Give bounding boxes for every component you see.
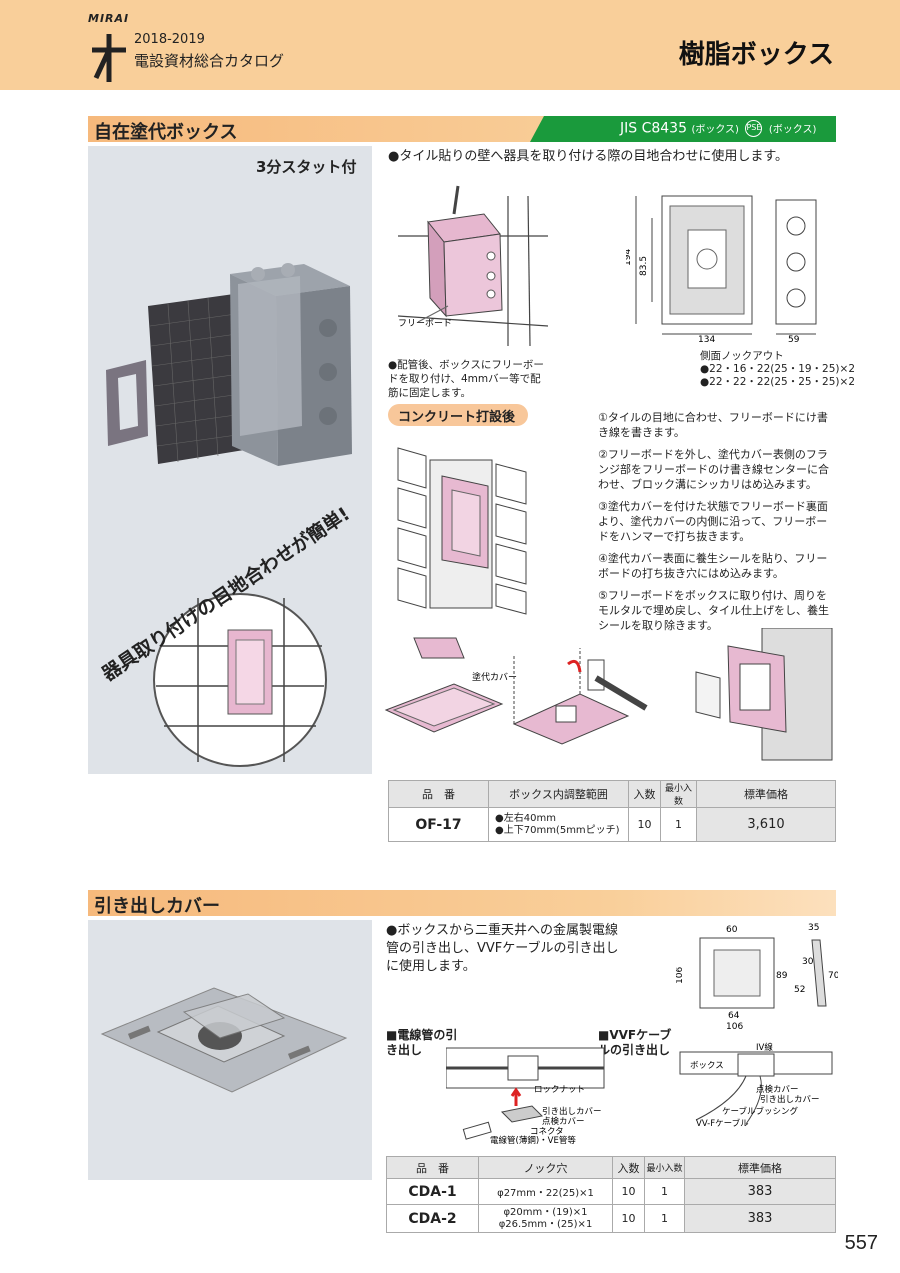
svg-text:106: 106: [726, 1022, 743, 1032]
svg-text:点検カバー: 点検カバー: [756, 1084, 799, 1095]
svg-text:60: 60: [726, 925, 738, 935]
product-code: OF-17: [388, 807, 489, 842]
vvf-illustration: IV線 ボックス 点検カバー 引き出しカバー ケーブルブッシング VV-Fケーブ…: [679, 1042, 833, 1129]
product-photo-panel: [88, 146, 372, 774]
svg-text:ケーブルブッシング: ケーブルブッシング: [722, 1106, 798, 1117]
svg-text:ロックナット: ロックナット: [534, 1085, 585, 1095]
dimension-drawing: 194 83.5 134 59: [626, 195, 817, 342]
concrete-tag: コンクリート打設後: [388, 404, 528, 426]
svg-text:引き出しカバー: 引き出しカバー: [542, 1106, 602, 1117]
svg-text:コネクタ: コネクタ: [530, 1127, 564, 1137]
section-bar-cover: 引き出しカバー: [88, 890, 836, 917]
section1-intro: ●タイル貼りの壁へ器具を取り付ける際の目地合わせに使用します。: [388, 149, 789, 164]
step-item: ④塗代カバー表面に養生シールを貼り、フリーボードの打ち抜き穴にはめ込みます。: [598, 552, 828, 580]
price: 383: [684, 1178, 836, 1205]
cover-photo: [100, 987, 348, 1093]
tile-wall-illustration: [397, 447, 527, 615]
stud-label: 3分スタット付: [256, 158, 357, 176]
section2-intro: ●ボックスから二重天井への金属製電線管の引き出し、VVFケーブルの引き出しに使用…: [386, 923, 619, 974]
page-title: 樹脂ボックス: [678, 40, 834, 70]
vvf-heading: ■VVFケーブルの引き出し: [598, 1028, 672, 1057]
svg-text:IV線: IV線: [756, 1042, 773, 1053]
step-item: ②フリーボードを外し、塗代カバー表側のフランジ部をフリーボードのけ書き線センター…: [598, 448, 829, 491]
install-steps: ①タイルの目地に合わせ、フリーボードにけ書き線を書きます。 ②フリーボードを外し…: [598, 410, 836, 640]
svg-text:ボックス: ボックス: [690, 1061, 724, 1071]
product-photo: [106, 263, 352, 767]
jis-standard: JIS C8435 (ボックス) PSE (ボックス): [620, 120, 817, 137]
product-code: CDA-2: [386, 1204, 479, 1233]
section-title: 引き出しカバー: [94, 896, 220, 917]
install-note: ●配管後、ボックスにフリーボードを取り付け、4mmバー等で配筋に固定します。: [388, 359, 544, 399]
section-title: 自在塗代ボックス: [94, 122, 238, 143]
spec-table-box: 品 番 ボックス内調整範囲 入数 最小入数 標準価格 OF-17 ●左右40mm…: [388, 780, 836, 842]
install-illustration: フリーボード: [397, 185, 549, 347]
jis-band: [530, 116, 836, 142]
svg-text:52: 52: [794, 985, 805, 995]
table-row: OF-17 ●左右40mm●上下70mm(5mmピッチ) 10 1 3,610: [388, 807, 836, 842]
table-row: CDA-1 φ27mm・22(25)×1 10 1 383: [386, 1178, 836, 1205]
svg-text:30: 30: [802, 957, 814, 967]
price: 3,610: [696, 807, 836, 842]
cover-photo-panel: [88, 920, 372, 1180]
svg-text:89: 89: [776, 971, 788, 981]
svg-text:64: 64: [728, 1011, 740, 1021]
step-item: ①タイルの目地に合わせ、フリーボードにけ書き線を書きます。: [598, 411, 828, 439]
step-item: ⑤フリーボードをボックスに取り付け、周りをモルタルで埋め戻し、タイル仕上げをし、…: [598, 589, 829, 632]
svg-text:83.5: 83.5: [639, 256, 649, 276]
svg-text:59: 59: [788, 335, 800, 342]
svg-text:VV-Fケーブル: VV-Fケーブル: [696, 1118, 749, 1129]
side-knockout: 側面ノックアウト ●22・16・22(25・19・25)×2 ●22・22・22…: [700, 350, 855, 388]
page-header: [0, 0, 900, 90]
svg-text:134: 134: [698, 335, 715, 342]
cover-label: 塗代カバー: [472, 671, 517, 683]
process-illustration: 塗代カバー: [384, 628, 833, 761]
svg-text:106: 106: [676, 967, 685, 984]
conduit-heading: ■電線管の引き出し: [386, 1028, 458, 1057]
catalog-year: 2018-2019: [134, 32, 205, 47]
mirai-logo: [92, 34, 126, 82]
logo-text: MIRAI: [88, 12, 130, 25]
svg-text:電線管(薄鋼)・VE管等: 電線管(薄鋼)・VE管等: [490, 1135, 576, 1146]
free-board-label: フリーボード: [398, 318, 452, 329]
product-code: CDA-1: [386, 1178, 479, 1205]
svg-text:70: 70: [828, 971, 838, 981]
svg-text:引き出しカバー: 引き出しカバー: [760, 1094, 820, 1105]
svg-text:194: 194: [626, 249, 633, 266]
price: 383: [684, 1204, 836, 1233]
svg-text:点検カバー: 点検カバー: [542, 1116, 585, 1127]
page-number: 557: [844, 1232, 878, 1254]
svg-text:35: 35: [808, 923, 819, 933]
spec-table-cover: 品 番 ノック穴 入数 最小入数 標準価格 CDA-1 φ27mm・22(25)…: [386, 1156, 836, 1233]
step-item: ③塗代カバーを付けた状態でフリーボード裏面より、塗代カバーの内側に沿って、フリー…: [598, 500, 828, 543]
cover-dimension-drawing: 60 35 106 89 30 52 70 64 106: [676, 923, 838, 1032]
catalog-name: 電設資材総合カタログ: [134, 52, 285, 70]
conduit-illustration: ロックナット 引き出しカバー 点検カバー コネクタ 電線管(薄鋼)・VE管等: [446, 1047, 605, 1146]
pse-mark-icon: PSE: [745, 120, 763, 137]
